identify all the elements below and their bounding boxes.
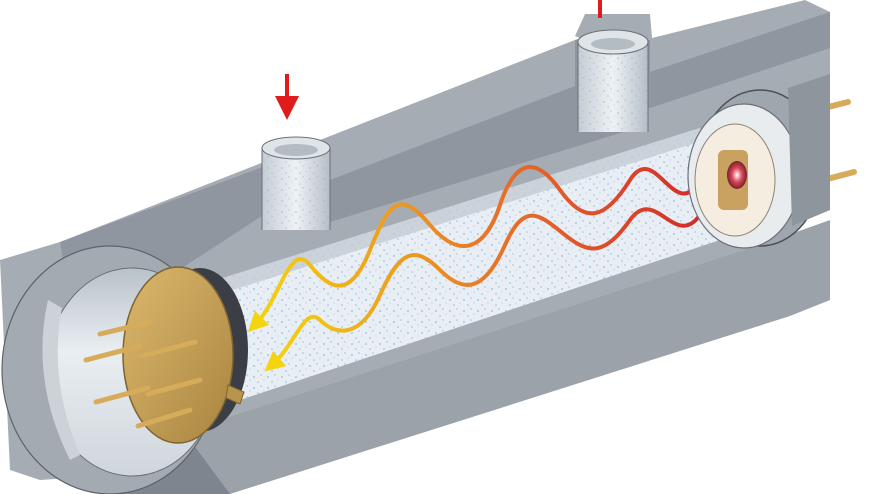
housing-right-end (788, 74, 830, 226)
ir-source (687, 89, 823, 249)
detector (122, 266, 248, 444)
inlet-flow-arrow (275, 74, 299, 120)
light-path-lower (264, 207, 702, 372)
detector-pins (83, 319, 203, 429)
gas-inlet-port (261, 136, 331, 230)
gas-outlet-port (577, 29, 649, 132)
light-path-upper (247, 165, 702, 333)
light-paths (247, 165, 702, 372)
